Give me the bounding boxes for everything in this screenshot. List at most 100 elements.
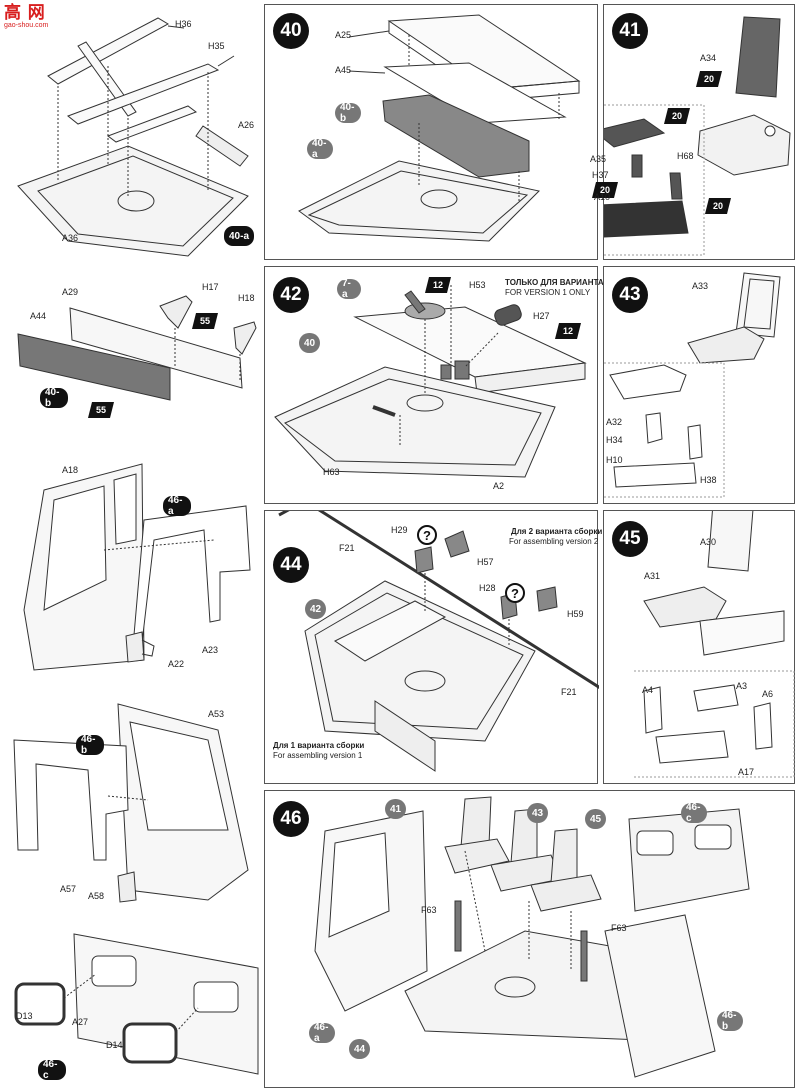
part-label: D14 <box>106 1040 123 1050</box>
paint-flag: 12 <box>555 323 581 339</box>
ref-badge-46c: 46-c <box>681 802 707 824</box>
step-45-panel: 45 A30 A31 A4 A3 A6 A17 <box>603 510 795 784</box>
version2-en: For assembling version 2 <box>509 537 599 546</box>
part-label: A34 <box>700 53 717 63</box>
front-panel-drawing <box>17 295 257 401</box>
part-label: H68 <box>677 151 694 161</box>
step-badge: 44 <box>273 547 309 583</box>
right-door-drawing <box>13 703 249 903</box>
version2-note: Для 2 варианта сборки <box>511 527 602 537</box>
part-label: A36 <box>62 233 79 243</box>
ref-badge-40a: 40-a <box>224 226 254 246</box>
question-mark-icon: ? <box>417 525 437 545</box>
part-label: A30 <box>700 537 717 547</box>
cab-assembly-drawing <box>314 796 750 1078</box>
ref-badge-46a: 46-a <box>163 495 191 517</box>
seat-45-drawing <box>634 511 795 778</box>
step-badge: 42 <box>273 277 309 313</box>
floor-with-panel-drawing <box>298 14 581 242</box>
step-40-panel: 40 A25 A45 40-b 40-a <box>264 4 598 260</box>
step-badge: 45 <box>612 521 648 557</box>
part-label: H37 <box>592 170 609 180</box>
version2-ru: Для 2 варианта сборки <box>511 527 603 536</box>
paint-flag: 20 <box>664 108 690 124</box>
part-label: H29 <box>391 525 408 535</box>
paint-flag: 12 <box>425 277 451 293</box>
ref-badge-46c: 46-c <box>38 1059 66 1081</box>
version1-en: For assembling version 1 <box>273 751 363 760</box>
part-label: F21 <box>561 687 577 697</box>
step-badge: 40 <box>273 13 309 49</box>
version1-ru: Для 1 варианта сборки <box>273 741 365 750</box>
left-door-drawing <box>23 463 251 671</box>
part-label: H18 <box>238 293 255 303</box>
part-label: A44 <box>30 311 47 321</box>
version1-note: Для 1 варианта сборки <box>273 741 364 751</box>
step-41-panel: 41 A34 20 <box>603 4 795 260</box>
watermark-url: gao-shou.com <box>4 22 49 29</box>
ref-badge-40a: 40-a <box>307 138 333 160</box>
ref-badge-46b: 46-b <box>717 1010 743 1032</box>
seat-assembly-drawing <box>604 16 791 256</box>
version1-only-note: ТОЛЬКО ДЛЯ ВАРИАНТА 1 <box>505 278 610 288</box>
part-label: H63 <box>323 467 340 477</box>
ref-badge-41: 41 <box>385 799 407 819</box>
part-label: H27 <box>533 311 550 321</box>
part-label: H34 <box>606 435 623 445</box>
part-label: A6 <box>762 689 774 699</box>
part-label: A29 <box>62 287 79 297</box>
part-label: A17 <box>738 767 755 777</box>
part-label: A27 <box>72 1017 89 1027</box>
part-label: H10 <box>606 455 623 465</box>
paint-flag: 20 <box>592 182 618 198</box>
part-label: A45 <box>335 65 352 75</box>
ref-badge-42: 42 <box>305 599 327 619</box>
part-label: H53 <box>469 280 486 290</box>
chassis-frame-drawing <box>278 511 599 772</box>
part-label: A3 <box>736 681 748 691</box>
part-label: A2 <box>493 481 505 491</box>
part-label: A18 <box>62 465 79 475</box>
paint-flag: 55 <box>88 402 114 418</box>
ref-badge-7a: 7-a <box>337 278 361 300</box>
part-label: H38 <box>700 475 717 485</box>
ref-badge-40: 40 <box>299 333 321 353</box>
part-label: A25 <box>335 30 352 40</box>
part-label: H35 <box>208 41 225 51</box>
part-label: A35 <box>590 154 607 164</box>
part-label: A57 <box>60 884 77 894</box>
watermark-logo-text: 高 网 <box>4 3 46 22</box>
part-label: F63 <box>421 905 437 915</box>
part-label: A4 <box>642 685 654 695</box>
seat-43-drawing <box>604 272 781 498</box>
version1-only-en: FOR VERSION 1 ONLY <box>505 288 591 297</box>
floor-with-gearshift-drawing <box>274 285 587 478</box>
part-label: H59 <box>567 609 584 619</box>
part-label: A10 <box>594 192 611 202</box>
step-43-panel: 43 A33 A32 H34 H10 H38 <box>603 266 795 504</box>
step-badge: 41 <box>612 13 648 49</box>
rear-wall-drawing <box>14 933 259 1075</box>
part-label: A32 <box>606 417 623 427</box>
step-42-panel: 42 7-a 12 H53 <box>264 266 610 504</box>
part-label: A31 <box>644 571 661 581</box>
paint-flag: 55 <box>192 313 218 329</box>
part-label: A53 <box>208 709 225 719</box>
part-label: A58 <box>88 891 105 901</box>
ref-badge-43: 43 <box>527 803 549 823</box>
step-badge: 43 <box>612 277 648 313</box>
paint-flag: 20 <box>696 71 722 87</box>
watermark-logo: 高 网 gao-shou.com <box>4 4 70 34</box>
floor-frame-drawing <box>17 17 249 257</box>
part-label: A33 <box>692 281 709 291</box>
ref-badge-46b: 46-b <box>76 734 104 756</box>
part-label: H28 <box>479 583 496 593</box>
part-label: F21 <box>339 543 355 553</box>
part-label: A22 <box>168 659 185 669</box>
step-46-panel: 46 <box>264 790 795 1088</box>
part-label: A26 <box>238 120 255 130</box>
question-mark-icon: ? <box>505 583 525 603</box>
step-44-panel: 44 F21 H29 ? Для 2 варианта сборки For a… <box>264 510 602 784</box>
part-label: H57 <box>477 557 494 567</box>
